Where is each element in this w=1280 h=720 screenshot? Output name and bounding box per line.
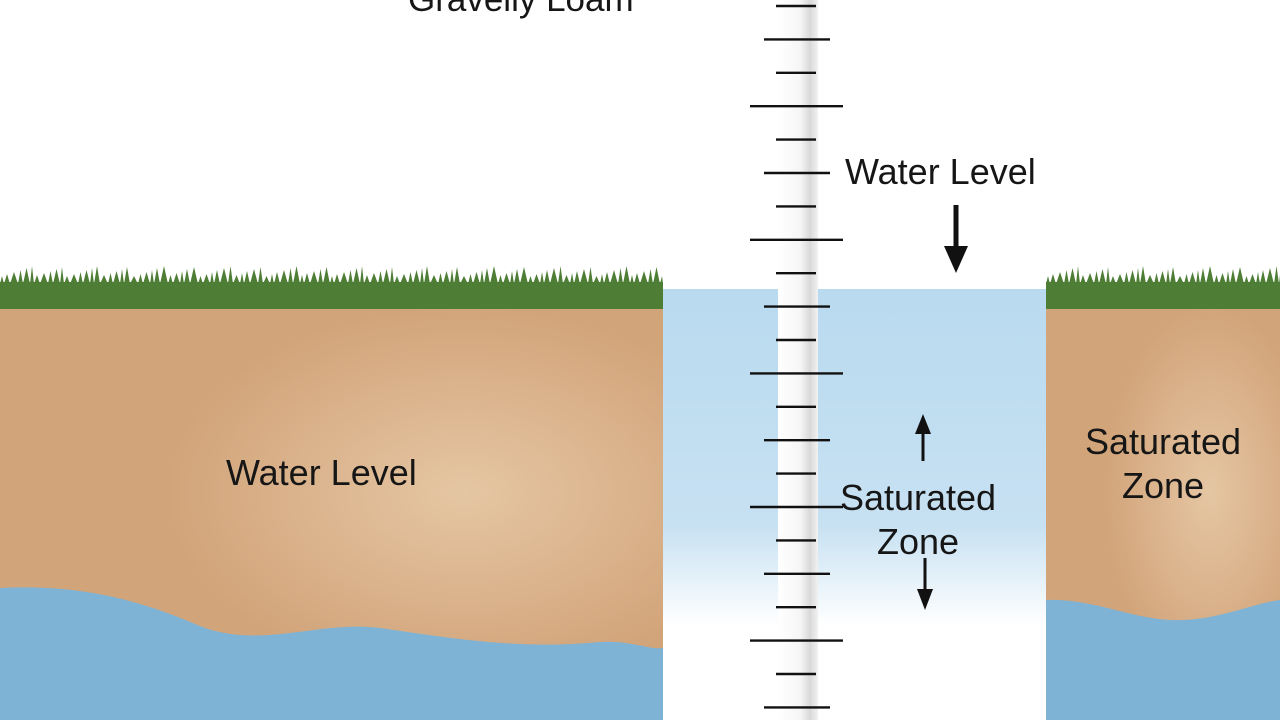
- water-level-label-top: Water Level: [845, 151, 1036, 192]
- saturated-zone-label-center: Saturated Zone: [839, 477, 997, 562]
- arrow-down-icon: [944, 205, 968, 273]
- left-soil-block: [0, 306, 663, 720]
- gauge-staff: [750, 0, 843, 720]
- arrow-down-icon: [917, 558, 933, 610]
- top-soil-label: Gravelly Loam: [408, 0, 634, 17]
- gauge-ticks: [750, 4, 843, 709]
- left-grass: [0, 266, 663, 309]
- left-groundwater: [0, 587, 663, 720]
- well-water: [663, 289, 1046, 720]
- water-level-label-left: Water Level: [226, 452, 417, 493]
- right-grass: [1046, 266, 1280, 309]
- saturated-zone-label-right: Saturated Zone: [1084, 421, 1242, 506]
- arrow-up-icon: [915, 414, 931, 461]
- right-groundwater: [1046, 599, 1280, 720]
- right-soil-block: [1046, 306, 1280, 720]
